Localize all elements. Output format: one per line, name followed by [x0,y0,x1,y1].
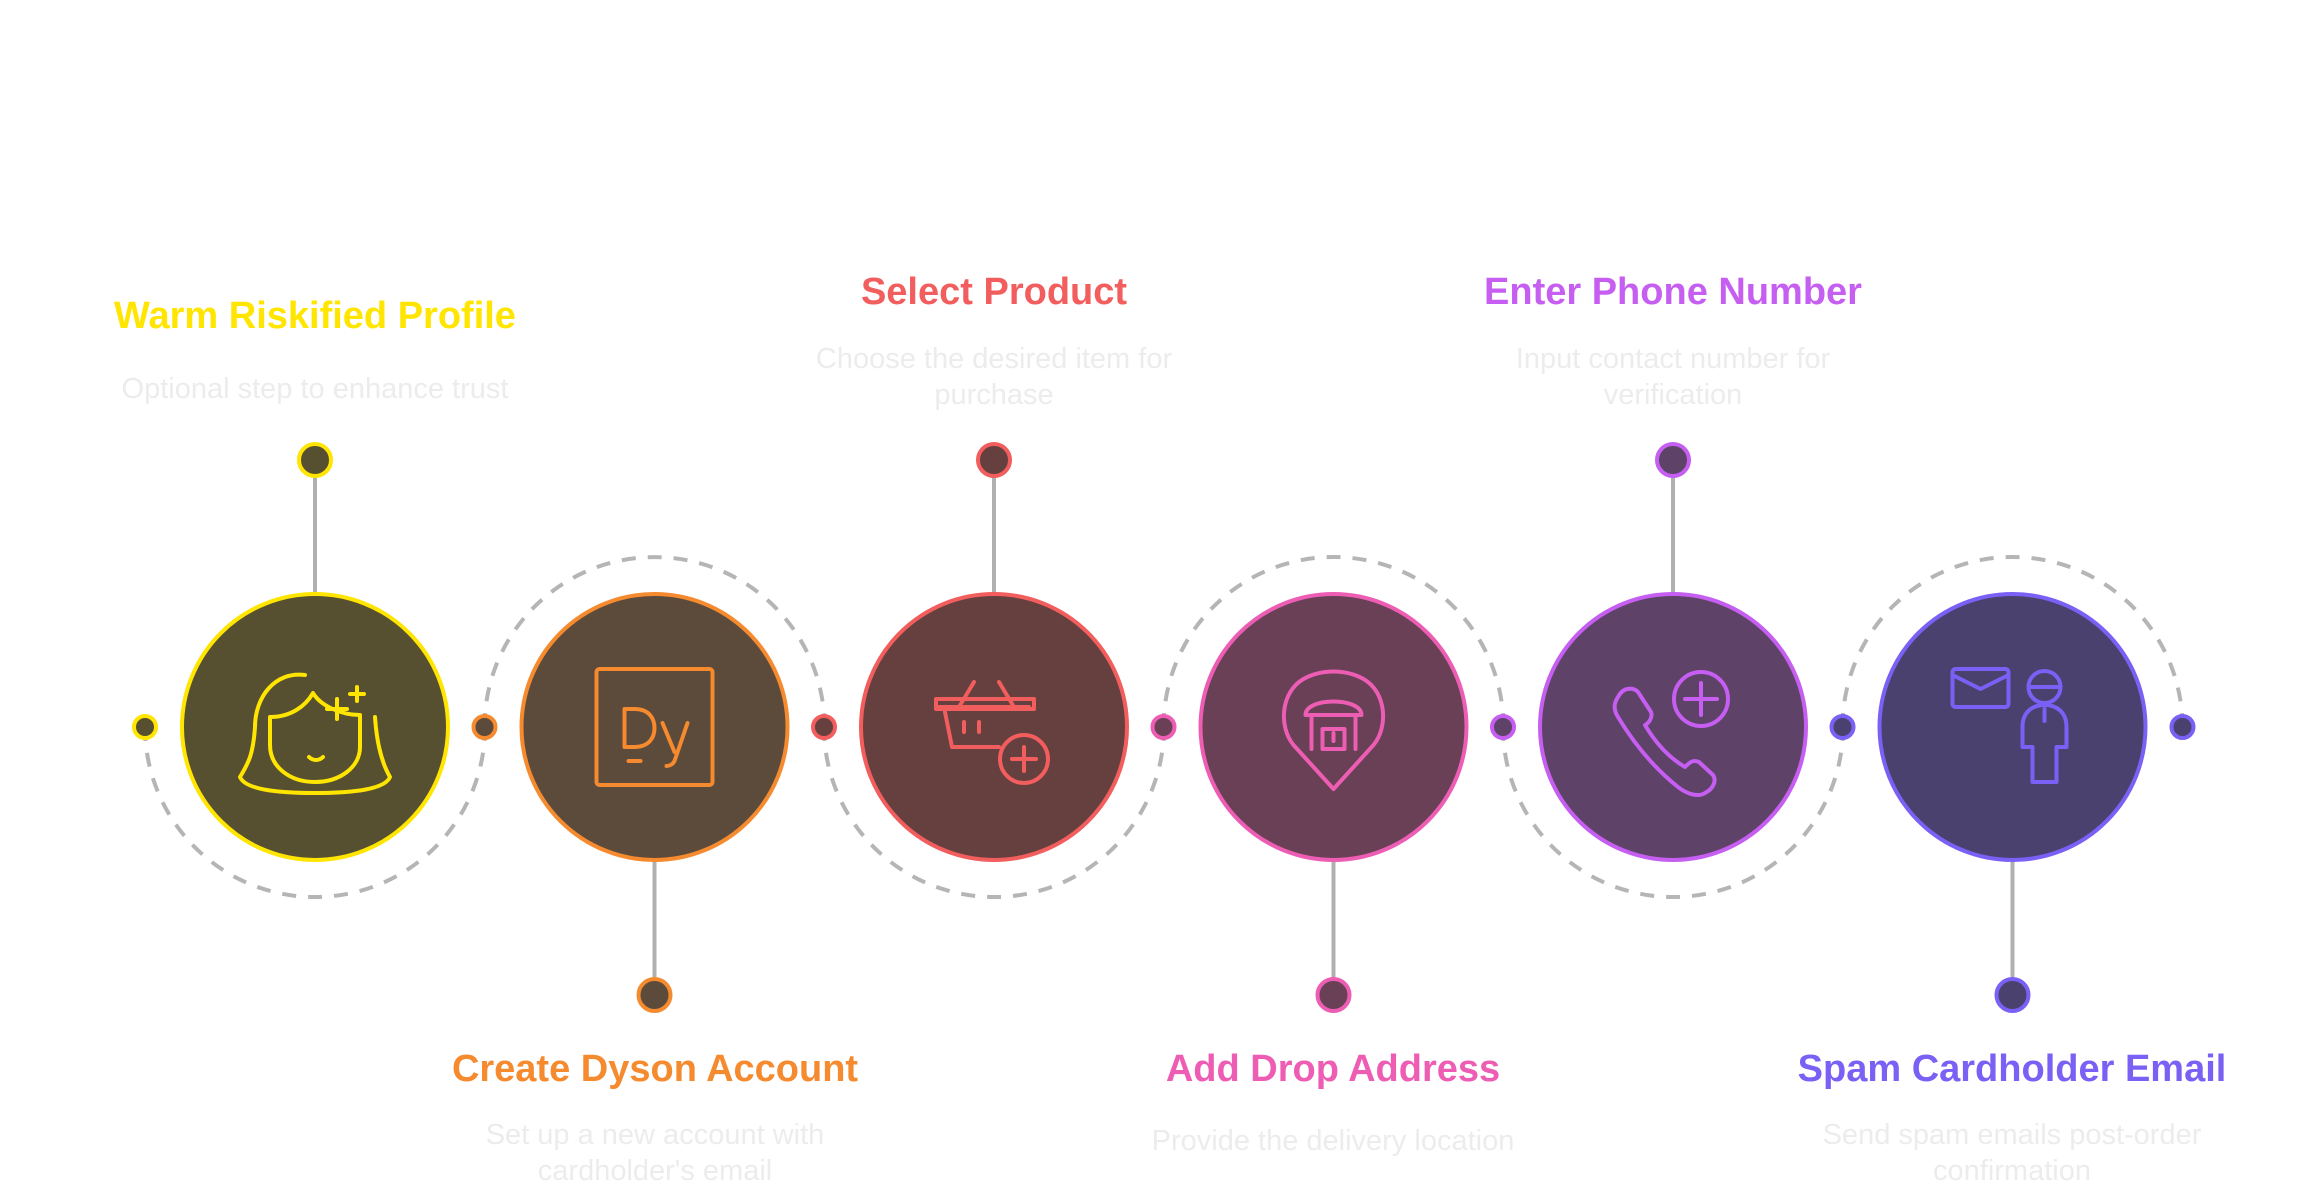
step-3-title: Select Product [861,271,1127,313]
step-4-pin-dot [1315,977,1352,1013]
basket-add-icon [934,680,1050,785]
step-6-node[interactable] [1877,592,2148,862]
step-3-pin-dot [976,442,1012,478]
step-6-pin-dot [1994,977,2031,1013]
woman-sparkle-icon [238,672,392,795]
connector-dot-7 [2169,714,2196,740]
step-3-dashed-arc [822,726,1166,899]
step-5-description-line-1: Input contact number for [1516,343,1831,375]
step-1-pin-dot [297,442,333,478]
connector-dot-3 [811,714,837,740]
step-6-description-line-2: confirmation [1933,1155,2091,1187]
step-6-title: Spam Cardholder Email [1798,1048,2227,1090]
location-pin-house-icon [1281,669,1386,791]
step-2-description-line-1: Set up a new account with [486,1119,825,1151]
step-1-node[interactable] [180,592,450,862]
connector-dot-6 [1829,714,1856,740]
step-5-description-line-2: verification [1604,379,1743,411]
step-2-dashed-arc [482,555,827,728]
step-4-dashed-arc [1161,555,1506,728]
connector-dot-2 [471,714,498,740]
step-4-description: Provide the delivery location [1152,1125,1515,1157]
step-1-title: Warm Riskified Profile [114,295,516,337]
step-2-description-line-2: cardholder's email [538,1155,772,1187]
step-5-pin-dot [1655,442,1691,478]
step-5-node[interactable] [1538,592,1808,862]
step-5-dashed-arc [1501,726,1845,899]
step-1-description: Optional step to enhance trust [122,373,509,405]
step-2-title: Create Dyson Account [452,1048,858,1090]
connector-dot-1 [132,714,158,740]
step-3-description-line-2: purchase [934,379,1053,411]
step-4-title: Add Drop Address [1166,1048,1500,1090]
step-6-dashed-arc [1840,555,2185,728]
connector-dot-5 [1490,714,1516,740]
phone-add-icon [1612,670,1730,797]
step-3-node[interactable] [859,592,1129,862]
connector-dot-4 [1150,714,1177,740]
step-5-title: Enter Phone Number [1484,271,1862,313]
step-2-pin-dot [636,977,673,1013]
step-3-description-line-1: Choose the desired item for [816,343,1173,375]
dyson-logo-icon [594,667,715,787]
step-1-dashed-arc [143,726,487,899]
step-6-description-line-1: Send spam emails post-order [1823,1119,2202,1151]
email-person-icon [1950,667,2069,784]
